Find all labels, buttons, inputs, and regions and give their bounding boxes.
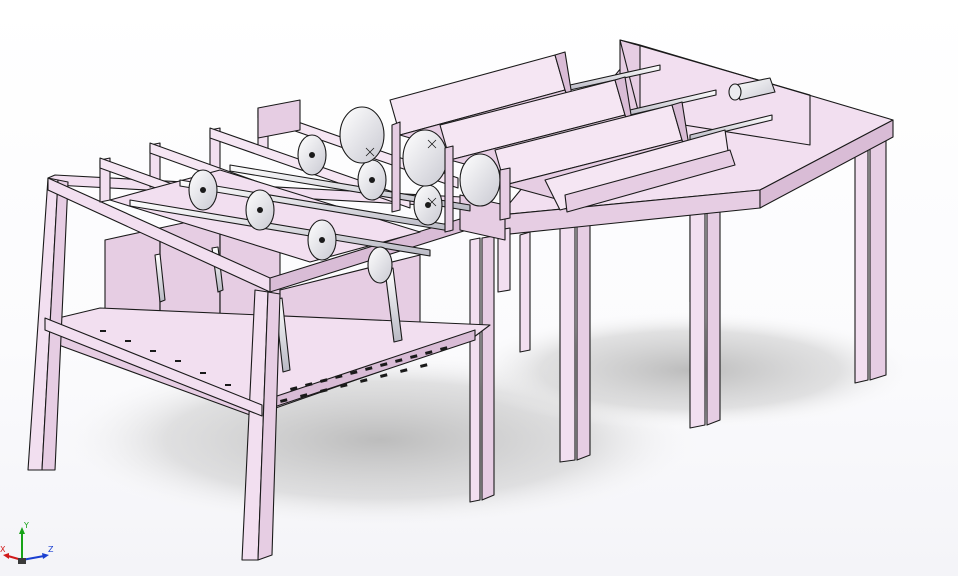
center-support-posts	[391, 121, 511, 233]
y-axis-label: Y	[23, 521, 29, 530]
z-axis-arrow	[42, 553, 49, 559]
y-axis-arrow	[19, 527, 25, 534]
x-axis-label: X	[0, 545, 6, 554]
z-axis-label: Z	[48, 545, 54, 554]
triad-origin	[18, 558, 26, 564]
drive-cylinder	[728, 77, 776, 101]
coordinate-triad: Y Z X	[0, 521, 54, 564]
v-trough-chutes	[389, 51, 736, 213]
long-shafts	[569, 64, 773, 141]
cutter-shafts	[129, 164, 471, 257]
x-axis-arrow	[3, 553, 9, 559]
right-table-legs	[519, 137, 887, 463]
disc-hub-marks	[365, 139, 437, 207]
left-frame-back-legs	[469, 227, 511, 503]
cutter-hubs	[200, 152, 431, 243]
grate-slots	[100, 330, 448, 403]
pneumatic-cylinders	[154, 246, 403, 373]
